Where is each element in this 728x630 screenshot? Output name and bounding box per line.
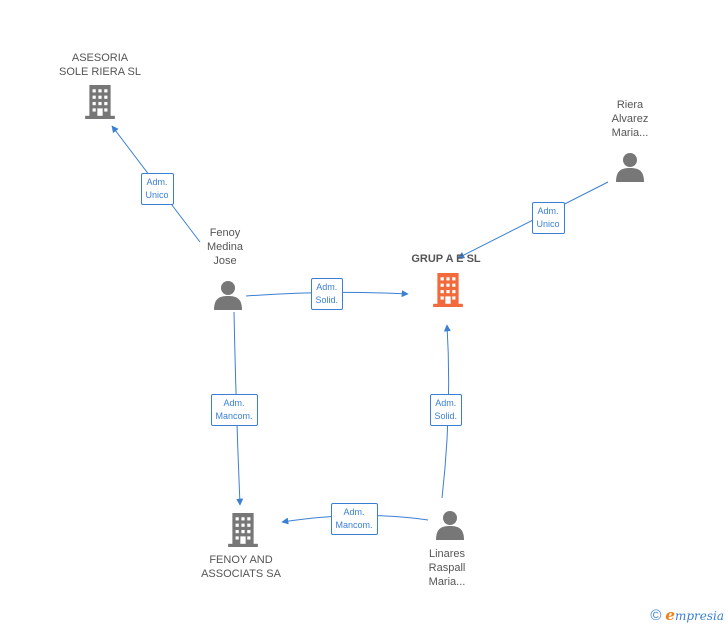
building-icon-grup[interactable]	[433, 273, 463, 307]
node-label-asesoria[interactable]: ASESORIA SOLE RIERA SL	[59, 52, 141, 78]
nodes-layer	[85, 85, 644, 547]
brand-name: mpresia	[674, 609, 724, 623]
edge-label-riera-to-grup[interactable]: Adm. Unico	[531, 202, 565, 234]
edge-label-linares-to-fenoy_associats[interactable]: Adm. Mancom.	[330, 503, 378, 535]
brand-logo[interactable]: empresia	[665, 606, 724, 624]
person-icon-riera[interactable]	[616, 153, 644, 182]
person-icon-fenoy_jose[interactable]	[214, 281, 242, 310]
edge-label-fenoy_jose-to-grup[interactable]: Adm. Solid.	[310, 278, 344, 310]
edges-layer	[111, 125, 609, 525]
footer-brand: © empresia	[650, 604, 724, 626]
node-label-grup[interactable]: GRUP A E SL	[411, 253, 481, 265]
edge-label-fenoy_jose-to-fenoy_associats[interactable]: Adm. Mancom.	[210, 394, 258, 426]
building-icon-fenoy_associats[interactable]	[228, 513, 258, 547]
person-icon-linares[interactable]	[436, 511, 464, 540]
edge-label-linares-to-grup[interactable]: Adm. Solid.	[429, 394, 463, 426]
copyright-icon: ©	[650, 606, 662, 624]
node-label-fenoy_jose[interactable]: Fenoy Medina Jose	[206, 227, 244, 267]
node-label-linares[interactable]: Linares Raspall Maria...	[428, 548, 466, 588]
node-label-riera[interactable]: Riera Alvarez Maria...	[611, 99, 649, 139]
brand-initial: e	[665, 606, 675, 624]
node-label-fenoy_associats[interactable]: FENOY AND ASSOCIATS SA	[201, 554, 281, 580]
edge-label-fenoy_jose-to-asesoria[interactable]: Adm. Unico	[140, 173, 174, 205]
building-icon-asesoria[interactable]	[85, 85, 115, 119]
